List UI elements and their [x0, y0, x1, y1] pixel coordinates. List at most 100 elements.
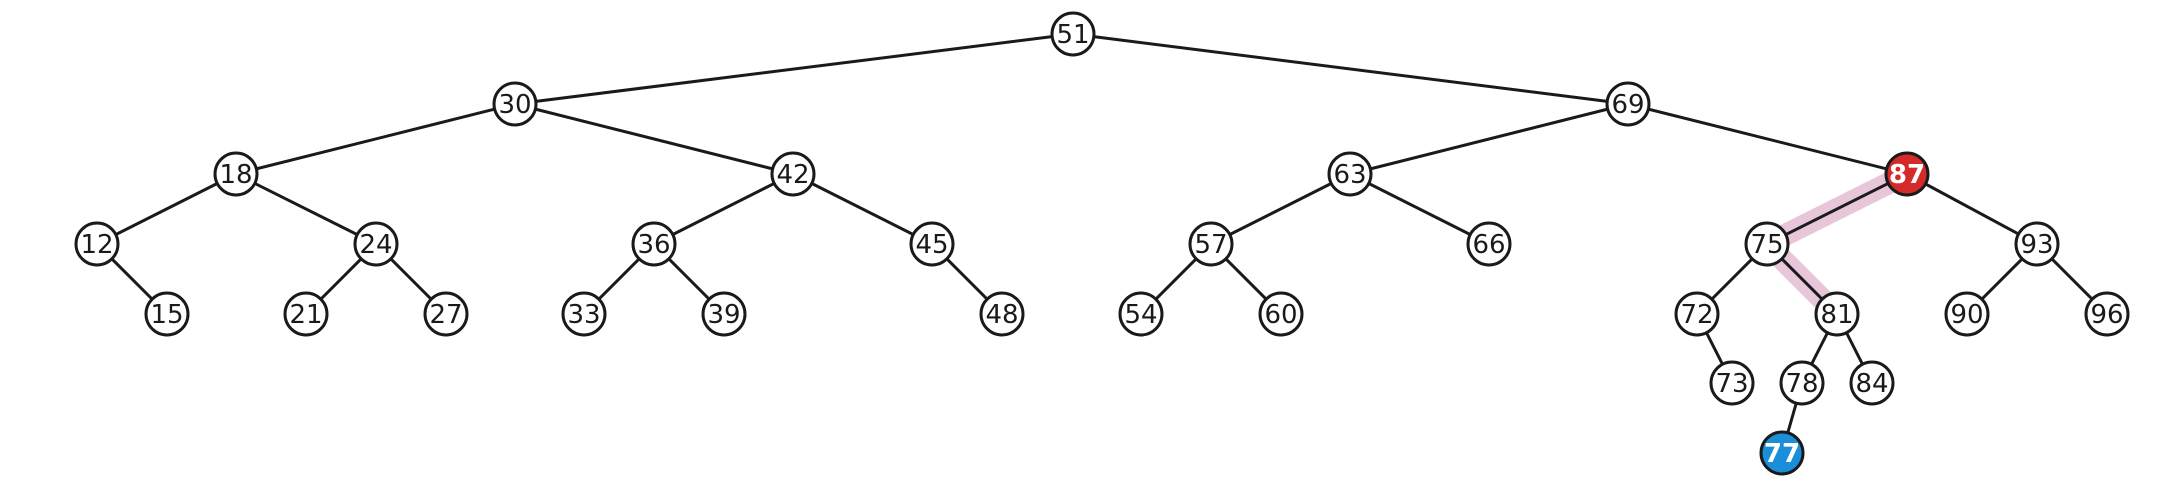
edge-87-75	[1766, 172, 1908, 246]
node-label: 15	[150, 300, 183, 330]
node-circle	[1050, 11, 1096, 57]
node-circle	[74, 221, 120, 267]
edge-42-45	[792, 172, 933, 246]
tree-node-57: 57	[1188, 221, 1234, 267]
node-circle	[1744, 221, 1790, 267]
tree-node-63: 63	[1327, 151, 1373, 197]
tree-node-73: 73	[1709, 360, 1755, 406]
node-circle	[1884, 151, 1930, 197]
node-circle	[1814, 291, 1860, 337]
tree-node-78: 78	[1779, 360, 1825, 406]
node-label: 48	[985, 300, 1018, 330]
node-label: 81	[1820, 300, 1853, 330]
tree-node-66: 66	[1466, 221, 1512, 267]
node-circle	[1779, 360, 1825, 406]
node-circle	[701, 291, 747, 337]
tree-node-72: 72	[1674, 291, 1720, 337]
node-circle	[283, 291, 329, 337]
tree-node-18: 18	[213, 151, 259, 197]
node-label: 45	[915, 230, 948, 260]
node-circle	[423, 291, 469, 337]
edge-51-69	[1072, 32, 1629, 106]
node-label: 24	[359, 230, 392, 260]
node-circle	[1188, 221, 1234, 267]
edge-63-57	[1210, 172, 1351, 246]
tree-node-51: 51	[1050, 11, 1096, 57]
node-circle	[144, 291, 190, 337]
node-circle	[1466, 221, 1512, 267]
node-label: 63	[1333, 160, 1366, 190]
node-label: 77	[1764, 439, 1800, 469]
tree-node-27: 27	[423, 291, 469, 337]
tree-node-75: 75	[1744, 221, 1790, 267]
node-circle	[1258, 291, 1304, 337]
tree-node-87: 87	[1884, 151, 1930, 197]
node-circle	[2014, 221, 2060, 267]
node-label: 42	[776, 160, 809, 190]
node-circle	[561, 291, 607, 337]
node-label: 33	[567, 300, 600, 330]
edge-69-87	[1627, 102, 1908, 176]
edge-42-36	[653, 172, 794, 246]
node-label: 69	[1611, 90, 1644, 120]
tree-node-60: 60	[1258, 291, 1304, 337]
node-label: 72	[1680, 300, 1713, 330]
node-label: 27	[429, 300, 462, 330]
node-circle	[979, 291, 1025, 337]
tree-node-69: 69	[1605, 81, 1651, 127]
node-circle	[1849, 360, 1895, 406]
node-label: 36	[637, 230, 670, 260]
node-circle	[770, 151, 816, 197]
tree-node-15: 15	[144, 291, 190, 337]
node-label: 84	[1855, 369, 1888, 399]
node-label: 60	[1264, 300, 1297, 330]
tree-node-45: 45	[909, 221, 955, 267]
tree-node-30: 30	[492, 81, 538, 127]
node-label: 18	[219, 160, 252, 190]
node-circle	[353, 221, 399, 267]
edge-30-42	[514, 102, 794, 176]
tree-node-81: 81	[1814, 291, 1860, 337]
node-circle	[1327, 151, 1373, 197]
tree-node-21: 21	[283, 291, 329, 337]
tree-node-84: 84	[1849, 360, 1895, 406]
node-label: 73	[1715, 369, 1748, 399]
edge-51-30	[514, 32, 1074, 106]
node-label: 78	[1785, 369, 1818, 399]
node-label: 90	[1950, 300, 1983, 330]
node-circle	[1759, 430, 1805, 476]
tree-node-12: 12	[74, 221, 120, 267]
node-label: 93	[2020, 230, 2053, 260]
edge-63-66	[1349, 172, 1490, 246]
node-circle	[213, 151, 259, 197]
node-circle	[1944, 291, 1990, 337]
tree-node-42: 42	[770, 151, 816, 197]
tree-node-96: 96	[2084, 291, 2130, 337]
node-circle	[492, 81, 538, 127]
node-label: 87	[1889, 160, 1925, 190]
node-circle	[631, 221, 677, 267]
node-circle	[1709, 360, 1755, 406]
node-circle	[2084, 291, 2130, 337]
tree-node-36: 36	[631, 221, 677, 267]
node-label: 21	[289, 300, 322, 330]
node-circle	[909, 221, 955, 267]
tree-node-90: 90	[1944, 291, 1990, 337]
edge-69-63	[1349, 102, 1629, 176]
node-label: 51	[1056, 20, 1089, 50]
edge-18-12	[96, 172, 237, 246]
edge-18-24	[235, 172, 377, 246]
tree-node-24: 24	[353, 221, 399, 267]
node-circle	[1118, 291, 1164, 337]
edge-30-18	[235, 102, 516, 176]
node-circle	[1674, 291, 1720, 337]
tree-node-48: 48	[979, 291, 1025, 337]
node-label: 12	[80, 230, 113, 260]
node-label: 54	[1124, 300, 1157, 330]
node-label: 75	[1750, 230, 1783, 260]
node-label: 66	[1472, 230, 1505, 260]
node-label: 96	[2090, 300, 2123, 330]
node-label: 30	[498, 90, 531, 120]
